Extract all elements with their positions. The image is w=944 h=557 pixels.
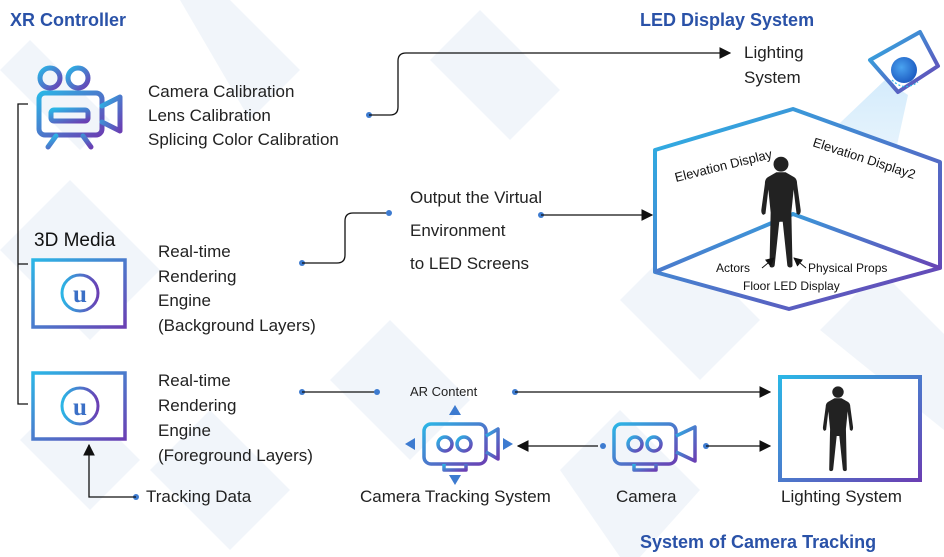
lens-calibration-label: Lens Calibration <box>148 106 271 125</box>
output-to-led-arrow <box>538 209 654 221</box>
media-3d-label: 3D Media <box>34 230 116 251</box>
actor-pointer-arrows <box>761 257 807 269</box>
tracking-camera-link <box>516 440 606 452</box>
ar-content-label: AR Content <box>410 384 478 399</box>
camera-label: Camera <box>616 487 677 506</box>
svg-text:u: u <box>73 281 87 308</box>
camera-tracking-system-label: Camera Tracking System <box>360 487 551 506</box>
output-label: Output the Virtual Environment to LED Sc… <box>410 181 542 280</box>
output-line-3: to LED Screens <box>410 254 530 273</box>
lighting-word: Lighting <box>744 43 804 62</box>
camera-to-lighting-arrow <box>703 440 772 452</box>
engine-fg-line-1: Real-time <box>158 371 231 390</box>
unreal-engine-icon: u <box>31 258 127 329</box>
camera-tracking-system-heading: System of Camera Tracking <box>640 532 877 552</box>
lighting-system-top-label: Lighting System <box>744 40 804 90</box>
engine-fg-line-3: Engine <box>158 421 211 440</box>
engine-bg-line-3: Engine <box>158 291 211 310</box>
tracking-data-label: Tracking Data <box>146 487 252 506</box>
xr-controller-heading: XR Controller <box>10 10 127 30</box>
spotlight-icon <box>868 30 940 94</box>
engine-bg-line-2: Rendering <box>158 266 237 286</box>
engine-bg-line-4: (Background Layers) <box>158 315 316 335</box>
video-camera-icon <box>36 65 123 150</box>
tracking-data-arrow <box>83 443 139 500</box>
lighting-system-bottom-label: Lighting System <box>781 487 902 506</box>
output-line-1: Output the Virtual <box>410 188 542 207</box>
engine-fg-line-2: Rendering <box>158 396 237 415</box>
calibration-list: Camera Calibration Lens Calibration Spli… <box>148 80 339 152</box>
engine-foreground-label: Real-time Rendering Engine (Foreground L… <box>158 368 313 468</box>
actors-label: Actors <box>716 261 750 275</box>
led-display-system-heading: LED Display System <box>640 10 815 30</box>
lighting-system-box <box>778 375 922 482</box>
ar-content-arrow <box>299 386 772 398</box>
physical-props-label: Physical Props <box>808 261 887 275</box>
tracking-camera-icon <box>405 405 513 485</box>
system-word: System <box>744 68 801 87</box>
calibration-to-lighting-connector <box>366 47 732 118</box>
camera-icon <box>612 422 697 472</box>
left-bracket <box>17 103 28 405</box>
svg-text:u: u <box>73 394 87 421</box>
engine-bg-line-1: Real-time <box>158 242 231 261</box>
engine-fg-line-4: (Foreground Layers) <box>158 446 313 465</box>
unreal-engine-icon: u <box>31 371 127 441</box>
engine-background-label: Real-time Rendering Engine (Background L… <box>158 240 316 338</box>
floor-led-display-label: Floor LED Display <box>743 279 840 293</box>
splicing-color-calibration-label: Splicing Color Calibration <box>148 130 339 149</box>
output-line-2: Environment <box>410 221 506 240</box>
engine-to-output-connector <box>299 210 392 266</box>
camera-calibration-label: Camera Calibration <box>148 82 295 101</box>
